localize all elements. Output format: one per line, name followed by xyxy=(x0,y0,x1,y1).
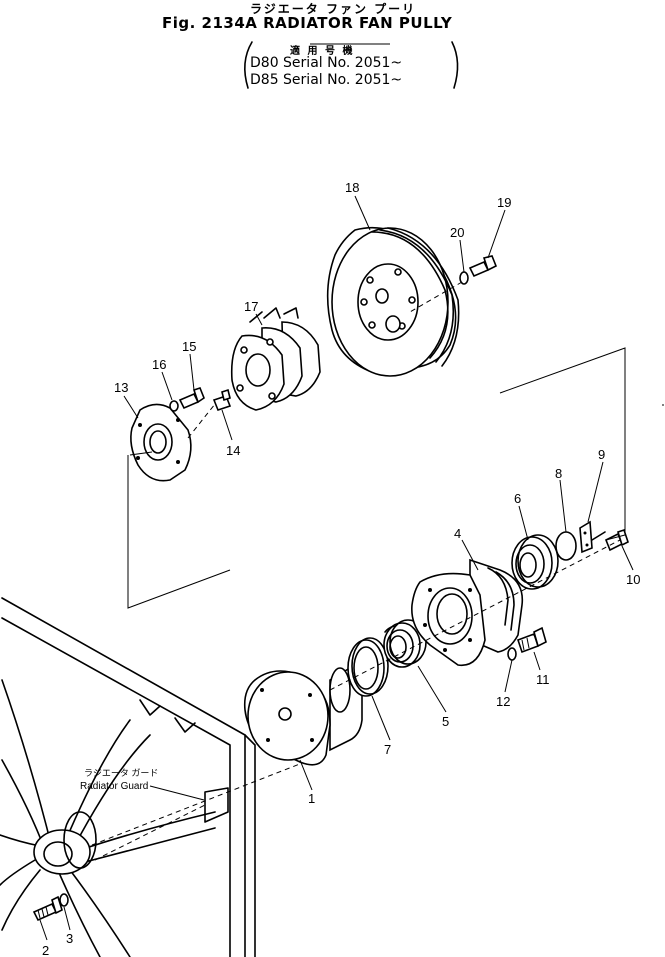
callout-2: 2 xyxy=(42,943,49,957)
part-12-washer xyxy=(507,647,517,661)
part-14-grease-fitting xyxy=(187,388,232,439)
callout-4: 4 xyxy=(454,526,461,541)
part-11-bolt xyxy=(516,626,547,654)
radiator-guard xyxy=(0,597,311,957)
part-4-housing xyxy=(411,558,524,667)
japanese-title: ラジエータ ファン プーリ xyxy=(250,2,417,16)
callout-11: 11 xyxy=(536,672,550,687)
callout-12: 12 xyxy=(496,694,510,709)
serial-line-d85: D85 Serial No. 2051~ xyxy=(250,72,403,88)
part-17-shims xyxy=(230,307,321,411)
callout-16: 16 xyxy=(152,357,166,372)
callout-20: 20 xyxy=(450,225,464,240)
callout-leaders xyxy=(39,195,634,941)
part-18-pulley xyxy=(326,226,460,377)
applicability-label: 適 用 号 機 xyxy=(290,46,355,57)
callout-10: 10 xyxy=(626,572,640,587)
assembly-reference-lines xyxy=(127,347,664,691)
part-6-bearing xyxy=(511,534,559,590)
guard-label-english: Radiator Guard xyxy=(80,781,148,792)
callout-numbers: 1 2 3 4 5 6 7 8 9 10 11 12 13 14 15 16 1… xyxy=(42,180,640,957)
callout-17: 17 xyxy=(244,299,258,314)
serial-line-d80: D80 Serial No. 2051~ xyxy=(250,55,403,71)
part-16-washer xyxy=(169,400,179,412)
part-1-flange-shaft xyxy=(243,667,363,766)
part-2-bolt xyxy=(32,895,63,922)
callout-6: 6 xyxy=(514,491,521,506)
callout-19: 19 xyxy=(497,195,511,210)
callout-1: 1 xyxy=(308,791,315,806)
callout-7: 7 xyxy=(384,742,391,757)
serial-bracket xyxy=(244,41,459,89)
part-7-seal xyxy=(347,637,389,697)
part-8-cap xyxy=(555,531,577,561)
callout-18: 18 xyxy=(345,180,359,195)
part-9-plate xyxy=(579,520,606,554)
callout-9: 9 xyxy=(598,447,605,462)
part-15-bolt xyxy=(178,387,205,410)
callout-5: 5 xyxy=(442,714,449,729)
radiator-guard-label: ラジエータ ガード Radiator Guard xyxy=(80,768,205,801)
part-5-bearing xyxy=(383,619,427,668)
part-3-washer xyxy=(59,893,69,907)
callout-15: 15 xyxy=(182,339,196,354)
part-19-bolt xyxy=(468,255,498,278)
part-13-flange-plate xyxy=(130,403,192,482)
callout-3: 3 xyxy=(66,931,73,946)
callout-8: 8 xyxy=(555,466,562,481)
callout-14: 14 xyxy=(226,443,240,458)
callout-13: 13 xyxy=(114,380,128,395)
part-10-bolt xyxy=(604,528,629,552)
figure-title: Fig. 2134A RADIATOR FAN PULLY xyxy=(162,14,453,32)
guard-label-japanese: ラジエータ ガード xyxy=(84,768,158,778)
